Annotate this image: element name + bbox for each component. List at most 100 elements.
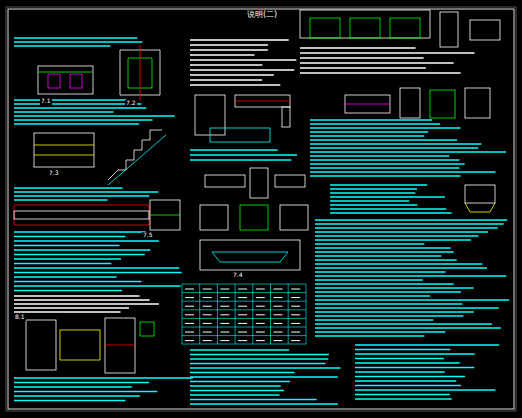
- text-stroke: [310, 139, 457, 140]
- text-stroke: [355, 398, 452, 399]
- text-stroke: [315, 303, 462, 304]
- text-stroke: [310, 159, 459, 160]
- text-stroke: [14, 295, 140, 296]
- text-stroke: [315, 267, 487, 268]
- text-stroke: [14, 281, 141, 282]
- text-stroke: [203, 314, 212, 315]
- text-stroke: [182, 318, 306, 319]
- text-stroke: [355, 358, 444, 359]
- text-stroke: [185, 323, 194, 324]
- text-stroke: [315, 239, 471, 240]
- text-stroke: [310, 171, 495, 172]
- text-stroke: [220, 332, 229, 333]
- text-stroke: [355, 389, 495, 390]
- text-stroke: [14, 391, 157, 392]
- text-stroke: [190, 74, 274, 75]
- text-stroke: [220, 297, 229, 298]
- text-stroke: [315, 299, 509, 300]
- text-stroke: [288, 284, 289, 344]
- text-stroke: [190, 363, 326, 364]
- text-stroke: [190, 64, 262, 65]
- text-stroke: [256, 323, 265, 324]
- text-stroke: [274, 314, 283, 315]
- text-stroke: [235, 284, 236, 344]
- text-stroke: [300, 52, 474, 53]
- text-stroke: [14, 382, 149, 383]
- text-stroke: [14, 236, 125, 237]
- text-stroke: [14, 395, 140, 396]
- text-stroke: [182, 301, 306, 302]
- text-stroke: [14, 41, 142, 42]
- text-stroke: [330, 200, 409, 201]
- text-stroke: [190, 385, 281, 386]
- text-stroke: [14, 111, 114, 112]
- text-stroke: [256, 297, 265, 298]
- text-stroke: [14, 311, 121, 312]
- text-stroke: [330, 184, 427, 185]
- text-stroke: [14, 195, 149, 196]
- text-stroke: [14, 303, 159, 304]
- text-stroke: [300, 67, 426, 68]
- text-stroke: [14, 107, 146, 108]
- text-stroke: [355, 394, 450, 395]
- figure-number: 7.1: [40, 98, 52, 105]
- text-stroke: [355, 362, 460, 363]
- text-stroke: [330, 192, 415, 193]
- text-stroke: [220, 289, 229, 290]
- text-stroke: [220, 306, 229, 307]
- text-stroke: [315, 335, 424, 336]
- text-stroke: [315, 255, 441, 256]
- text-stroke: [203, 323, 212, 324]
- text-stroke: [310, 167, 459, 168]
- text-stroke: [185, 314, 194, 315]
- text-stroke: [330, 204, 417, 205]
- text-stroke: [203, 332, 212, 333]
- text-stroke: [315, 283, 454, 284]
- text-stroke: [14, 299, 150, 300]
- text-stroke: [190, 54, 254, 55]
- text-stroke: [315, 259, 457, 260]
- text-stroke: [14, 37, 137, 38]
- text-stroke: [190, 154, 297, 155]
- text-stroke: [315, 263, 482, 264]
- text-stroke: [300, 57, 424, 58]
- text-stroke: [274, 289, 283, 290]
- text-stroke: [315, 291, 461, 292]
- text-stroke: [182, 335, 306, 336]
- text-stroke: [185, 289, 194, 290]
- text-stroke: [330, 212, 452, 213]
- text-stroke: [355, 371, 445, 372]
- text-stroke: [256, 306, 265, 307]
- figure-number: 7.4: [232, 272, 244, 279]
- text-stroke: [315, 319, 433, 320]
- text-stroke: [355, 385, 461, 386]
- text-stroke: [199, 284, 200, 344]
- text-stroke: [14, 386, 132, 387]
- text-stroke: [315, 227, 498, 228]
- text-stroke: [310, 155, 449, 156]
- text-stroke: [310, 143, 481, 144]
- text-stroke: [274, 323, 283, 324]
- text-stroke: [355, 376, 465, 377]
- text-stroke: [330, 208, 446, 209]
- text-stroke: [203, 297, 212, 298]
- text-stroke: [310, 127, 461, 128]
- text-stroke: [190, 79, 262, 80]
- text-stroke: [310, 119, 432, 120]
- text-stroke: [256, 314, 265, 315]
- text-stroke: [203, 306, 212, 307]
- text-stroke: [14, 231, 146, 232]
- text-stroke: [355, 344, 499, 345]
- text-stroke: [14, 290, 122, 291]
- text-stroke: [190, 381, 290, 382]
- text-stroke: [14, 400, 125, 401]
- text-stroke: [256, 289, 265, 290]
- text-stroke: [14, 258, 121, 259]
- text-stroke: [14, 115, 175, 116]
- text-stroke: [14, 307, 129, 308]
- text-stroke: [315, 323, 492, 324]
- text-stroke: [182, 292, 306, 293]
- text-stroke: [300, 47, 416, 48]
- text-stroke: [14, 272, 182, 273]
